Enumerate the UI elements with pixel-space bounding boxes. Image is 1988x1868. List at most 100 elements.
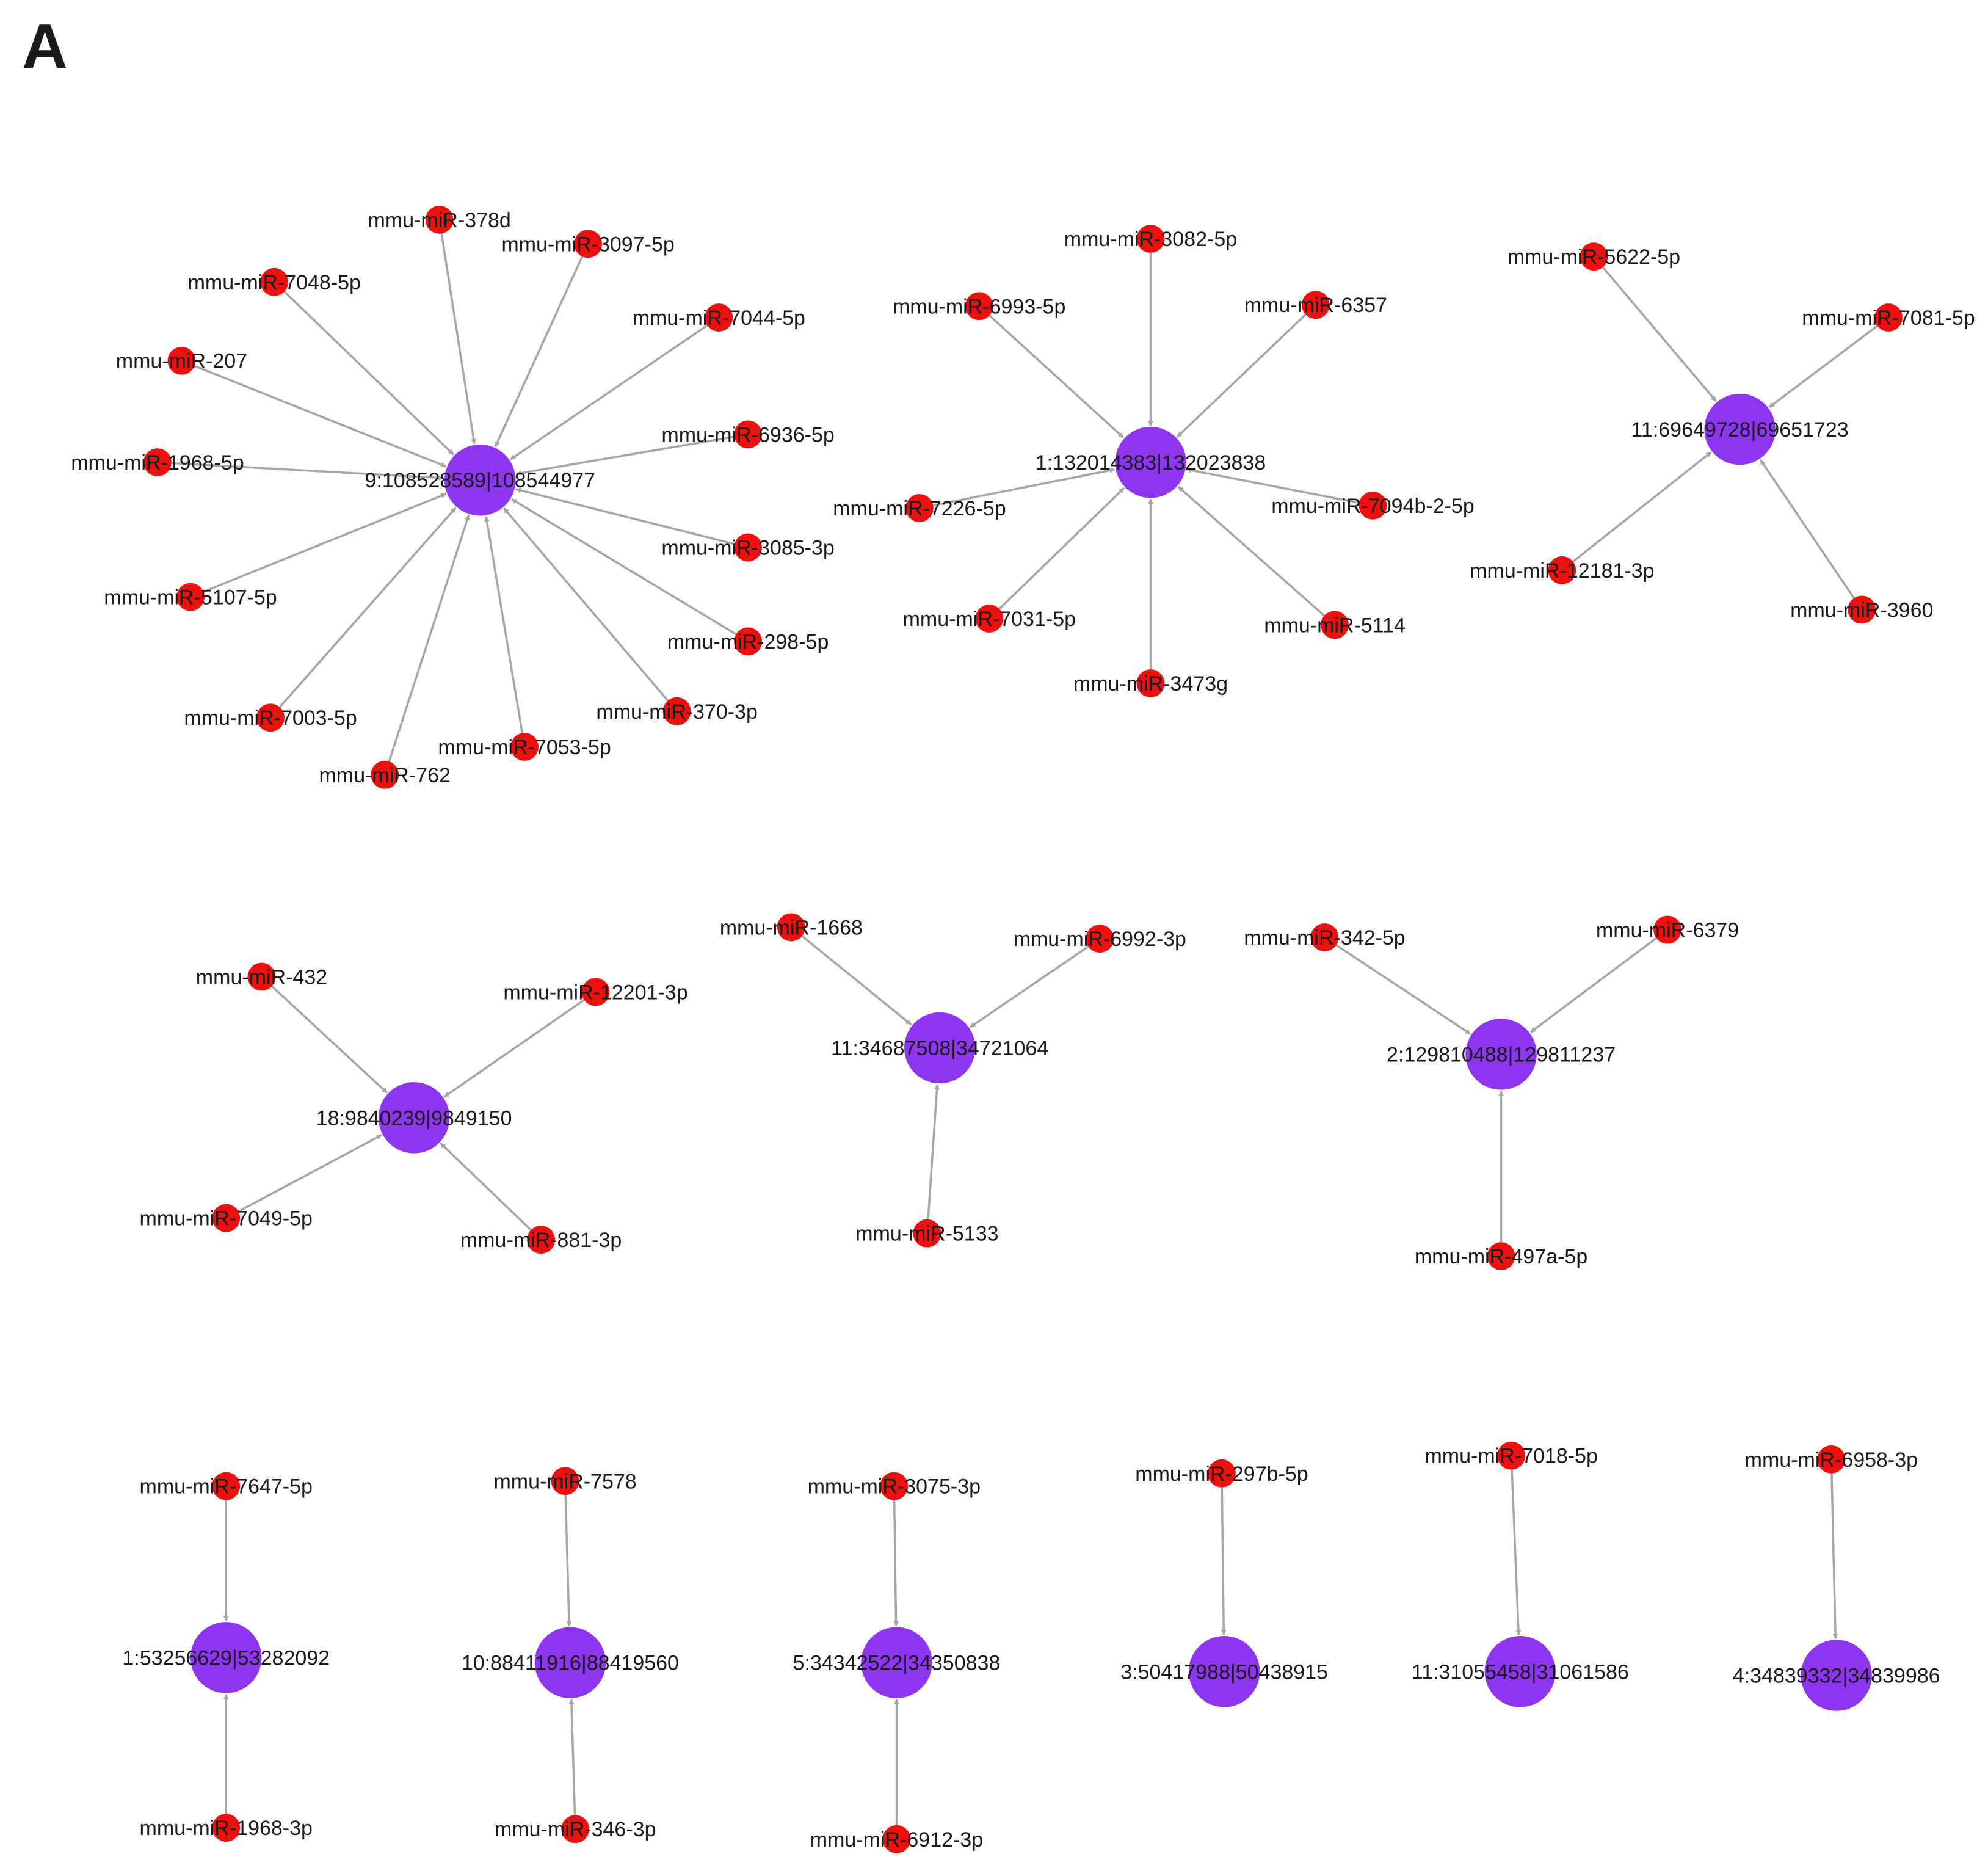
- mirna-label: mmu-miR-297b-5p: [1135, 1463, 1308, 1486]
- edge-arrow: [1759, 459, 1855, 599]
- mirna-node: [882, 1825, 911, 1853]
- mirna-node: [581, 978, 610, 1006]
- mirna-label: mmu-miR-6912-3p: [810, 1828, 983, 1852]
- mirna-node: [905, 494, 934, 522]
- mirna-node: [574, 230, 602, 258]
- edge-arrow: [440, 1142, 532, 1231]
- mirna-node: [1548, 556, 1576, 584]
- edge-arrow: [1177, 485, 1326, 617]
- edge-arrow: [1176, 313, 1307, 438]
- target-node: [378, 1082, 450, 1154]
- mirna-label: mmu-miR-881-3p: [460, 1229, 622, 1252]
- mirna-node: [662, 697, 691, 725]
- mirna-node: [1321, 611, 1349, 639]
- mirna-node: [212, 1814, 241, 1842]
- target-label: 10:88411916|88419560: [462, 1652, 679, 1675]
- labels-layer: mmu-miR-378dmmu-miR-3097-5pmmu-miR-7044-…: [71, 209, 1975, 1852]
- mirna-label: mmu-miR-432: [196, 966, 327, 989]
- mirna-label: mmu-miR-3082-5p: [1064, 228, 1237, 251]
- mirna-label: mmu-miR-6379: [1596, 919, 1739, 942]
- nodes-layer: [143, 205, 1903, 1853]
- mirna-label: mmu-miR-346-3p: [495, 1818, 656, 1841]
- mirna-label: mmu-miR-5114: [1264, 614, 1406, 637]
- mirna-label: mmu-miR-7578: [493, 1470, 636, 1493]
- edge-arrow: [933, 467, 1116, 507]
- mirna-label: mmu-miR-207: [116, 350, 247, 373]
- mirna-label: mmu-miR-370-3p: [596, 700, 758, 724]
- mirna-node: [1359, 491, 1387, 520]
- edge-arrow: [510, 324, 708, 460]
- mirna-label: mmu-miR-5622-5p: [1507, 245, 1680, 269]
- mirna-label: mmu-miR-497a-5p: [1415, 1245, 1587, 1268]
- mirna-label: mmu-miR-762: [319, 764, 451, 787]
- panel-label: A: [22, 12, 68, 82]
- mirna-node: [705, 303, 733, 332]
- mirna-node: [167, 346, 196, 375]
- target-label: 2:129810488|129811237: [1387, 1043, 1616, 1066]
- mirna-label: mmu-miR-378d: [368, 209, 511, 232]
- target-label: 11:34687508|34721064: [831, 1037, 1048, 1060]
- mirna-node: [1653, 915, 1681, 944]
- edge-arrow: [1511, 1469, 1522, 1635]
- mirna-node: [371, 760, 399, 789]
- edge-arrow: [515, 435, 735, 476]
- mirna-label: mmu-miR-7048-5p: [188, 271, 361, 294]
- mirna-label: mmu-miR-7049-5p: [140, 1207, 313, 1230]
- mirna-label: mmu-miR-1968-5p: [71, 451, 244, 474]
- edge-arrow: [171, 462, 444, 481]
- edge-arrow: [283, 291, 455, 456]
- edge-arrow: [989, 314, 1125, 438]
- mirna-node: [1136, 225, 1165, 253]
- edge-arrow: [568, 1699, 576, 1815]
- edge-arrow: [1572, 451, 1712, 563]
- mirna-node: [1580, 242, 1608, 271]
- target-label: 5:34342522|34350838: [793, 1652, 1001, 1675]
- edge-arrow: [238, 1134, 382, 1213]
- target-node: [1801, 1640, 1872, 1711]
- mirna-node: [1208, 1459, 1236, 1488]
- mirna-node: [247, 962, 276, 991]
- mirna-node: [1302, 291, 1330, 319]
- target-node: [1115, 426, 1186, 498]
- mirna-node: [212, 1204, 241, 1232]
- mirna-node: [1310, 923, 1339, 951]
- edge-arrow: [1602, 266, 1718, 402]
- mirna-node: [1487, 1242, 1515, 1270]
- target-label: 9:108528589|108544977: [365, 469, 595, 492]
- edge-arrow: [502, 507, 669, 702]
- mirna-node: [1136, 669, 1165, 697]
- edge-arrow: [194, 365, 447, 468]
- mirna-node: [734, 627, 762, 656]
- mirna-label: mmu-miR-7053-5p: [438, 736, 611, 759]
- mirna-node: [256, 703, 285, 732]
- mirna-label: mmu-miR-12181-3p: [1470, 559, 1654, 583]
- edge-arrow: [1830, 1473, 1838, 1640]
- mirna-label: mmu-miR-7044-5p: [633, 307, 805, 330]
- mirna-label: mmu-miR-7226-5p: [833, 497, 1006, 520]
- edge-arrow: [443, 999, 585, 1098]
- mirna-label: mmu-miR-7081-5p: [1802, 307, 1975, 330]
- edges-layer: [171, 233, 1878, 1825]
- mirna-node: [880, 1472, 909, 1500]
- target-node: [190, 1622, 262, 1693]
- target-label: 1:132014383|132023838: [1036, 451, 1266, 474]
- edge-arrow: [927, 1084, 940, 1219]
- mirna-node: [260, 267, 289, 296]
- edge-arrow: [1221, 1487, 1227, 1635]
- mirna-node: [734, 420, 762, 449]
- mirna-node: [1497, 1441, 1526, 1470]
- mirna-node: [510, 733, 539, 761]
- mirna-label: mmu-miR-7003-5p: [184, 707, 357, 730]
- target-label: 4:34839332|34839986: [1733, 1665, 1940, 1688]
- mirna-node: [1817, 1445, 1846, 1474]
- edge-arrow: [203, 493, 447, 593]
- target-label: 18:9840239|9849150: [316, 1107, 512, 1130]
- mirna-label: mmu-miR-7647-5p: [140, 1475, 313, 1499]
- edge-arrow: [271, 985, 388, 1094]
- mirna-label: mmu-miR-3085-3p: [661, 536, 834, 559]
- edge-arrow: [893, 1500, 899, 1627]
- target-node: [534, 1627, 606, 1698]
- mirna-node: [143, 448, 172, 476]
- edge-arrow: [1529, 937, 1657, 1033]
